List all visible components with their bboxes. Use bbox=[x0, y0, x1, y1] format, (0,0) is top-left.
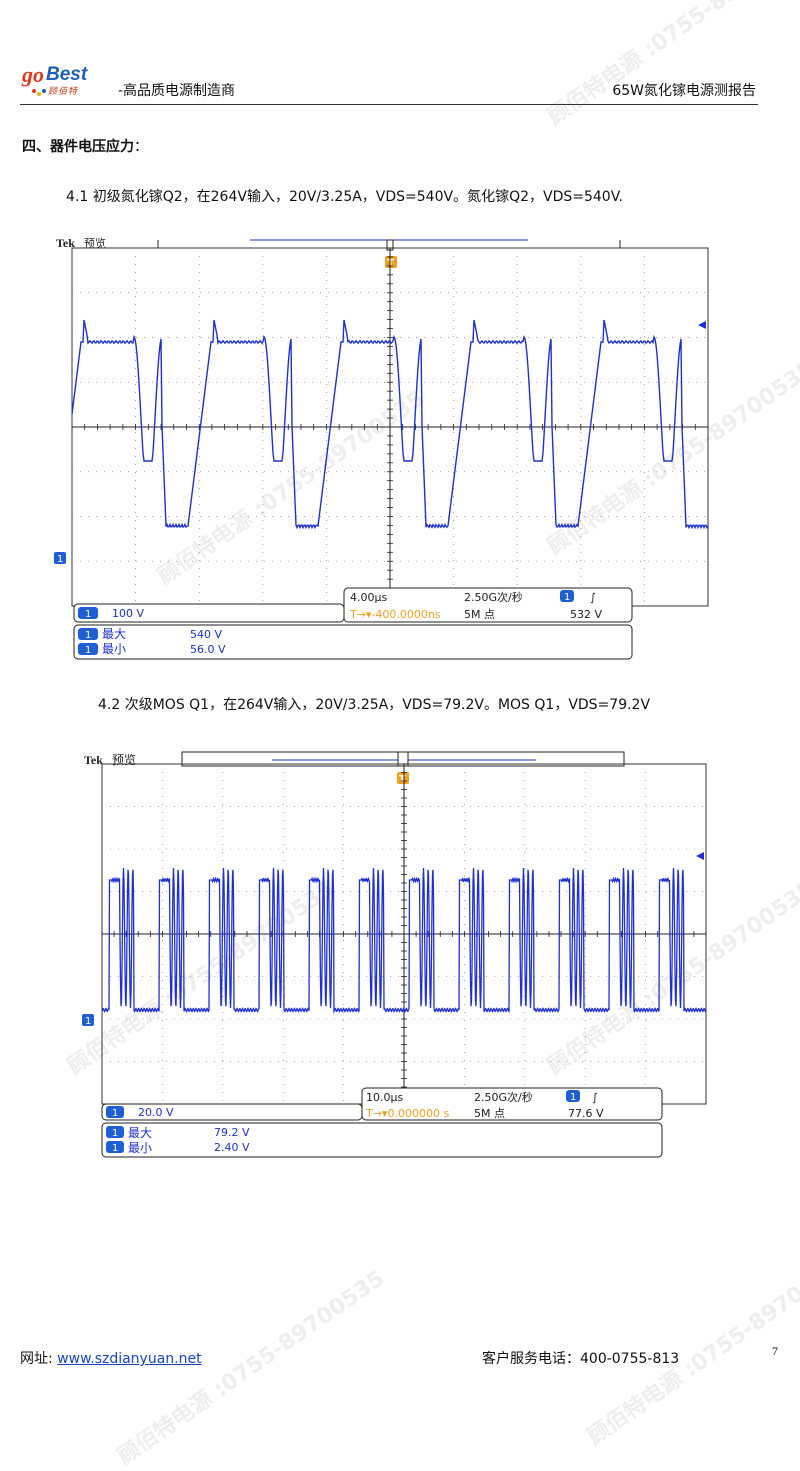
sample-rate: 2.50G次/秒 bbox=[464, 590, 523, 604]
measurement-min-label: 最小 bbox=[128, 1141, 152, 1155]
channel-ground-marker bbox=[82, 1014, 94, 1026]
channel-scale-panel bbox=[73, 603, 345, 623]
measurement-min-value: 2.40 V bbox=[214, 1141, 250, 1154]
trigger-offset: T→▾0.000000 s bbox=[365, 1107, 449, 1120]
measurement-max-badge bbox=[106, 1126, 124, 1138]
record-length: 5M 点 bbox=[474, 1107, 505, 1120]
measurement-panel bbox=[73, 624, 633, 660]
page-number: 7 bbox=[772, 1344, 778, 1358]
scope-mode: 预览 bbox=[112, 752, 136, 767]
measurement-min-badge-label: 1 bbox=[85, 645, 91, 656]
measurement-min-badge bbox=[106, 1141, 124, 1153]
measurement-max-badge bbox=[78, 628, 98, 640]
measurement-min-badge bbox=[78, 643, 98, 655]
trigger-level: 77.6 V bbox=[568, 1107, 604, 1120]
record-position-marker bbox=[397, 751, 409, 767]
trigger-level-arrow-icon bbox=[696, 852, 704, 860]
trigger-channel-label: 1 bbox=[570, 1092, 576, 1103]
channel-ground-label: 1 bbox=[57, 554, 63, 565]
section-title: 四、器件电压应力： bbox=[22, 136, 148, 156]
logo-best: Best bbox=[46, 64, 88, 85]
measurement-max-badge-label: 1 bbox=[112, 1128, 118, 1139]
paragraph-secondary-mos: 4.2 次级MOS Q1，在264V输入，20V/3.25A，VDS=79.2V… bbox=[98, 697, 651, 713]
website-link[interactable]: www.szdianyuan.net bbox=[57, 1351, 202, 1367]
trigger-level-arrow-icon bbox=[698, 321, 706, 329]
paragraph-primary-gan: 4.1 初级氮化镓Q2，在264V输入，20V/3.25A，VDS=540V。氮… bbox=[66, 189, 623, 205]
trigger-position-icon bbox=[385, 256, 397, 268]
timebase-value: 10.0µs bbox=[366, 1091, 403, 1104]
oscilloscope-capture-1: Tek 预览 T 1 4.00µs 2.50G次/秒 1 ∫ T→▾-400.0… bbox=[54, 236, 714, 660]
footer-service-phone: 客户服务电话：400-0755-813 bbox=[482, 1351, 680, 1367]
header-report-title: 65W氮化镓电源测报告 bbox=[612, 83, 756, 99]
record-length: 5M 点 bbox=[464, 608, 495, 621]
watermark: 顾佰特电源 :0755-89700535 bbox=[583, 1246, 800, 1450]
measurement-max-label: 最大 bbox=[102, 627, 126, 641]
channel-badge-label: 1 bbox=[112, 1108, 118, 1119]
waveform-trace bbox=[71, 319, 709, 530]
scope-grid bbox=[101, 763, 707, 1105]
oscilloscope-screen: Tek 预览 T 1 4.00µs 2.50G次/秒 1 ∫ T→▾-400.0… bbox=[54, 236, 709, 660]
footer-website-label: 网址: bbox=[20, 1351, 58, 1367]
watermark: 顾佰特电源 :0755-89700535 bbox=[543, 0, 800, 130]
logo-dots-icon bbox=[32, 89, 46, 96]
measurement-max-value: 540 V bbox=[190, 628, 222, 641]
channel-scale: 20.0 V bbox=[138, 1106, 174, 1119]
scope-grid bbox=[71, 247, 709, 607]
measurement-min-badge-label: 1 bbox=[112, 1143, 118, 1154]
channel-badge-label: 1 bbox=[85, 609, 91, 620]
header-divider bbox=[20, 104, 758, 105]
channel-ground-label: 1 bbox=[85, 1016, 91, 1027]
timebase-value: 4.00µs bbox=[350, 591, 387, 604]
scope-brand: Tek bbox=[56, 236, 75, 250]
sample-rate: 2.50G次/秒 bbox=[474, 1090, 533, 1104]
scope-mode: 预览 bbox=[84, 236, 106, 250]
scope-brand: Tek bbox=[84, 753, 103, 767]
measurement-min-value: 56.0 V bbox=[190, 643, 226, 656]
trigger-slope-icon: ∫ bbox=[590, 591, 596, 604]
trigger-offset: T→▾-400.0000ns bbox=[349, 608, 441, 621]
trigger-channel-icon bbox=[560, 590, 574, 602]
measurement-max-label: 最大 bbox=[128, 1126, 152, 1140]
logo-go: go bbox=[22, 62, 44, 87]
timebase-panel bbox=[361, 1087, 663, 1121]
oscilloscope-screen: Tek 预览 T 1 10.0µs 2.50G次/秒 1 ∫ T→▾0.0000… bbox=[82, 751, 707, 1158]
measurement-panel bbox=[101, 1122, 663, 1158]
channel-scale-panel bbox=[101, 1103, 363, 1121]
measurement-min-label: 最小 bbox=[102, 642, 126, 656]
company-logo: go Best 顾佰特 bbox=[22, 62, 94, 102]
trigger-channel-icon bbox=[566, 1090, 580, 1102]
channel-ground-marker bbox=[54, 552, 66, 564]
header-tagline: -高品质电源制造商 bbox=[118, 83, 236, 99]
trigger-channel-label: 1 bbox=[564, 592, 570, 603]
section-title-colon: ： bbox=[134, 139, 148, 155]
oscilloscope-capture-2: Tek 预览 T 1 10.0µs 2.50G次/秒 1 ∫ T→▾0.0000… bbox=[82, 748, 708, 1160]
trigger-position-label: T bbox=[399, 774, 406, 785]
logo-chinese-name: 顾佰特 bbox=[48, 87, 79, 97]
trigger-level: 532 V bbox=[570, 608, 602, 621]
measurement-max-value: 79.2 V bbox=[214, 1126, 250, 1139]
measurement-max-badge-label: 1 bbox=[85, 630, 91, 641]
section-title-text: 四、器件电压应力 bbox=[22, 139, 134, 155]
channel-scale: 100 V bbox=[112, 607, 144, 620]
waveform-trace bbox=[101, 867, 707, 1014]
footer-website: 网址: www.szdianyuan.net bbox=[20, 1348, 202, 1368]
channel-badge bbox=[78, 607, 98, 619]
trigger-slope-icon: ∫ bbox=[592, 1091, 598, 1104]
channel-badge bbox=[106, 1106, 124, 1118]
